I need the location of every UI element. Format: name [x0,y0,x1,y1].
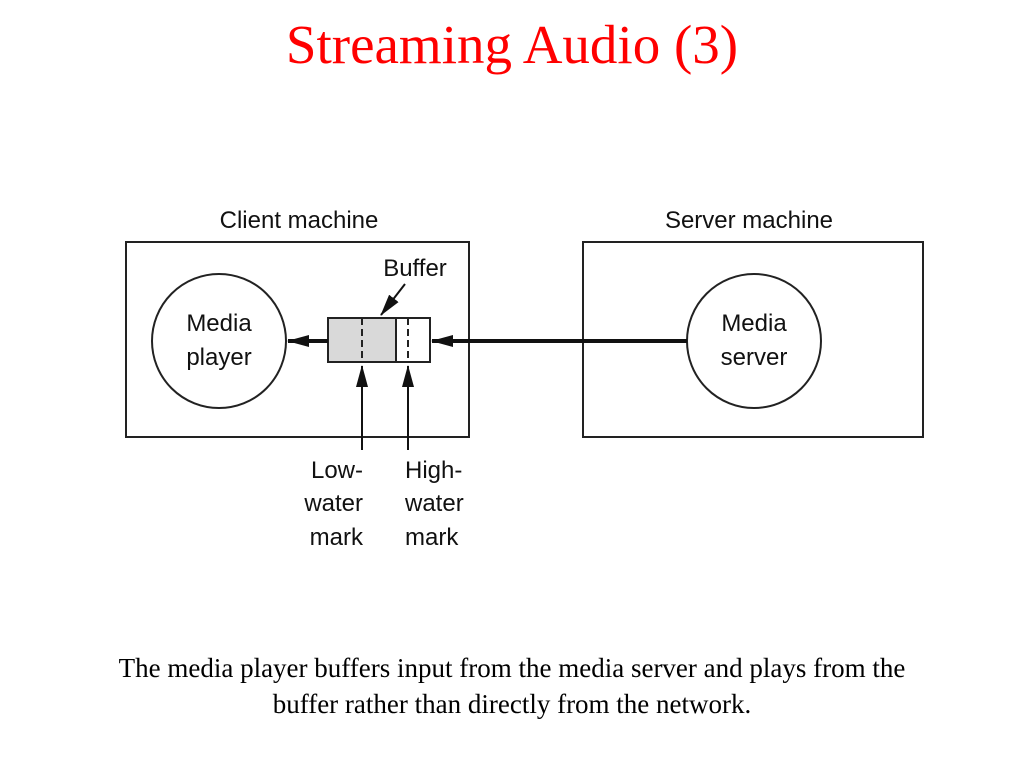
client-machine-label: Client machine [220,207,379,234]
buffer-label: Buffer [383,255,447,282]
media-player-label-line2: player [186,344,251,371]
media-server-label-line1: Media [721,310,787,337]
buffer [327,317,431,363]
low-water-mark-label: Low- water mark [303,457,364,551]
slide-caption: The media player buffers input from the … [0,650,1024,722]
high-water-mark-line1: High- [405,457,462,484]
low-water-mark-line2: water [303,490,363,517]
slide-title: Streaming Audio (3) [285,14,739,75]
caption-line-1: The media player buffers input from the … [118,653,906,683]
media-player-circle [151,273,287,409]
media-player-label-line1: Media [186,310,252,337]
high-water-mark-line3: mark [405,524,459,551]
server-machine-label: Server machine [665,207,833,234]
high-water-mark-label: High- water mark [404,457,464,551]
low-water-mark-line1: Low- [311,457,363,484]
caption-line-2: buffer rather than directly from the net… [272,689,752,719]
buffer-pointer-arrow [380,283,406,316]
media-server-node: Media server [686,273,822,409]
high-water-mark-line2: water [404,490,464,517]
low-water-mark-line3: mark [310,524,364,551]
media-server-label-line2: server [721,344,788,371]
media-server-circle [686,273,822,409]
media-player-node: Media player [151,273,287,409]
